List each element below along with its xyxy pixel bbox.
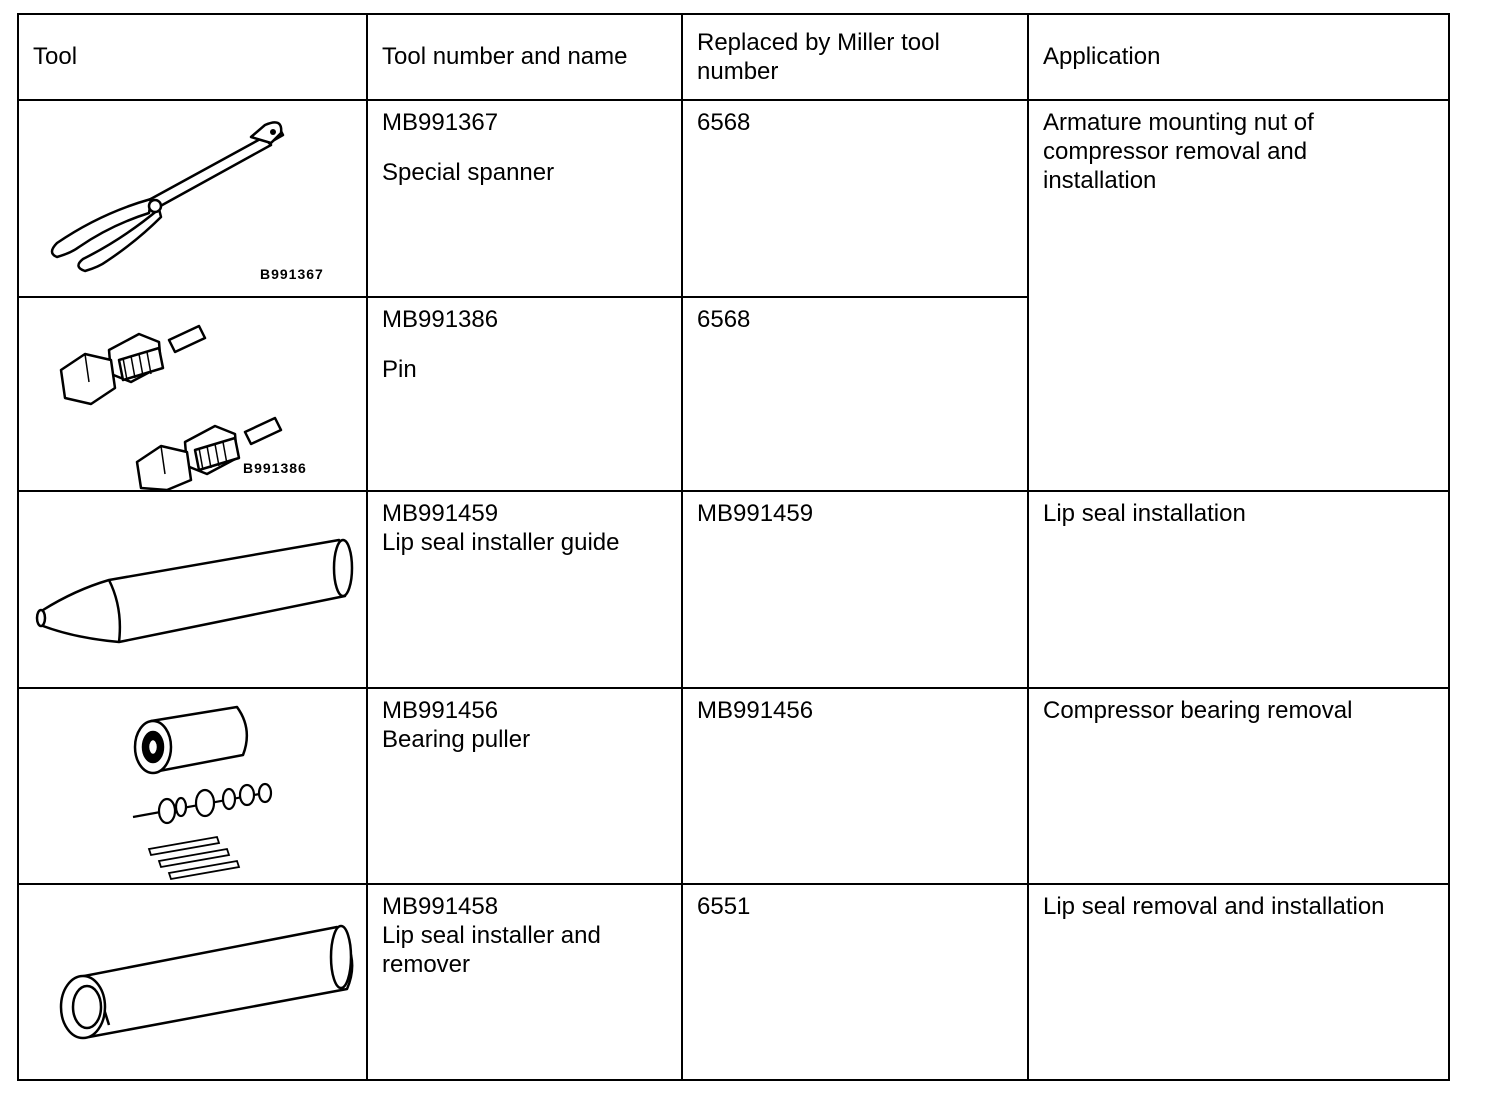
application-cell: Armature mounting nut of compressor remo… [1027,99,1450,492]
miller-number-cell: 6568 [681,99,1029,298]
table-row: MB991459 Lip seal installer guide MB9914… [17,490,1450,689]
application-text: Compressor bearing removal [1043,697,1353,724]
tool-name: Lip seal installer guide [382,529,620,556]
figure-code: B991367 [260,266,324,282]
miller-number: 6568 [697,306,751,333]
table-row: B991367 MB991367 Special spanner 6568 Ar… [17,99,1450,492]
application-text: Lip seal installation [1043,500,1246,527]
tool-figure-cell [17,490,368,689]
figure-code: B991386 [243,460,307,476]
tool-name: Lip seal installer and remover [382,922,601,978]
miller-number: 6568 [697,109,751,136]
header-name-label: Tool number and name [382,43,628,70]
tool-number: MB991459 [382,500,499,527]
pin-bolts-icon: B991386 [19,298,366,490]
header-application-label: Application [1043,43,1161,70]
tool-number-name-cell: MB991386 Pin [366,296,683,492]
miller-number: 6551 [697,893,751,920]
miller-number-cell: 6551 [681,883,1029,1081]
tool-number-name-cell: MB991367 Special spanner [366,99,683,298]
tool-figure-cell [17,687,368,885]
header-miller-label: Replaced by Miller tool number [697,29,940,85]
header-tool: Tool [17,13,368,101]
header-miller-number: Replaced by Miller tool number [681,13,1029,101]
header-tool-number-name: Tool number and name [366,13,683,101]
installer-guide-icon [19,492,366,687]
tool-name: Pin [382,356,417,383]
miller-number-cell: 6568 [681,296,1029,492]
spanner-icon: B991367 [19,101,366,296]
application-text: Armature mounting nut of compressor remo… [1043,109,1314,194]
table-row: MB991458 Lip seal installer and remover … [17,883,1450,1081]
tool-number-name-cell: MB991459 Lip seal installer guide [366,490,683,689]
tool-figure-cell: B991386 [17,296,368,492]
tool-number: MB991456 [382,697,499,724]
application-cell: Compressor bearing removal [1027,687,1450,885]
tool-number: MB991458 [382,893,499,920]
miller-number-cell: MB991456 [681,687,1029,885]
tool-number-name-cell: MB991456 Bearing puller [366,687,683,885]
header-tool-label: Tool [33,43,78,70]
tool-figure-cell: B991367 [17,99,368,298]
application-cell: Lip seal removal and installation [1027,883,1450,1081]
tool-number: MB991367 [382,109,499,136]
bearing-puller-icon [19,689,366,883]
miller-number: MB991456 [697,697,814,724]
miller-number-cell: MB991459 [681,490,1029,689]
installer-remover-icon [19,885,366,1079]
tool-name: Special spanner [382,159,555,186]
special-tools-table: Tool Tool number and name Replaced by Mi… [17,13,1450,1081]
tool-number-name-cell: MB991458 Lip seal installer and remover [366,883,683,1081]
table-row: MB991456 Bearing puller MB991456 Compres… [17,687,1450,885]
tool-figure-cell [17,883,368,1081]
application-text: Lip seal removal and installation [1043,893,1385,920]
tool-name: Bearing puller [382,726,531,753]
application-cell: Lip seal installation [1027,490,1450,689]
tool-number: MB991386 [382,306,499,333]
miller-number: MB991459 [697,500,814,527]
header-application: Application [1027,13,1450,101]
table-row: B991386 MB991386 Pin 6568 [17,296,1449,492]
header-row: Tool Tool number and name Replaced by Mi… [17,13,1450,101]
